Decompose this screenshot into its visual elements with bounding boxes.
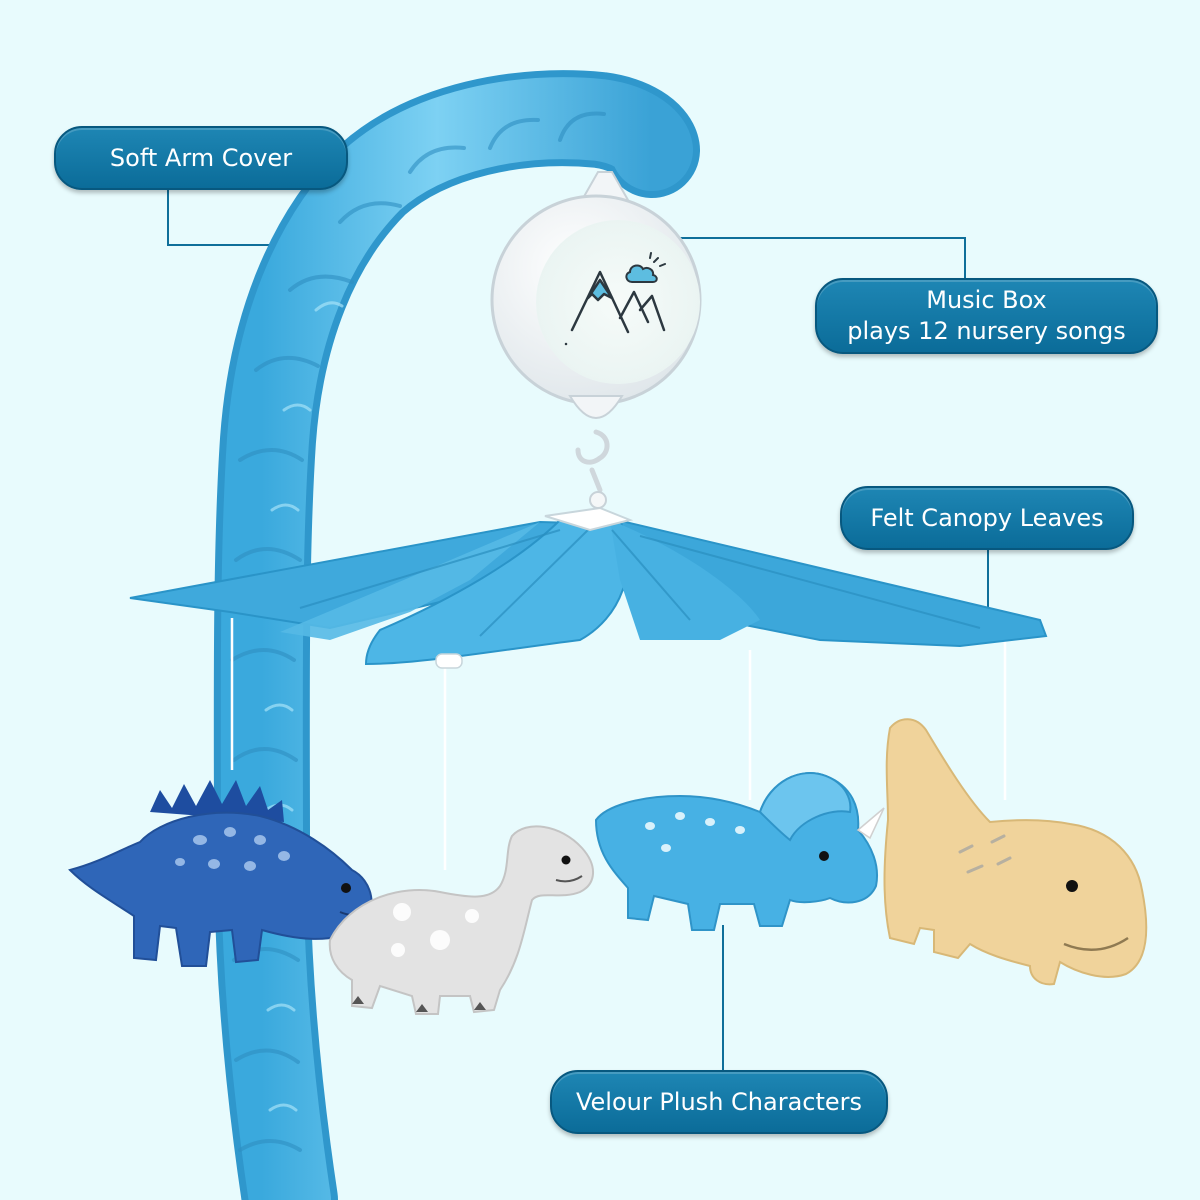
plush-long-neck-dino — [328, 825, 594, 1015]
callout-music-box-title: Music Box — [926, 286, 1047, 314]
hanging-strings — [230, 618, 1007, 870]
callout-velour-plush-characters-text: Velour Plush Characters — [575, 1087, 863, 1116]
music-box-mountain-logo — [564, 270, 666, 346]
music-box — [490, 171, 702, 509]
callout-music-box: Music Box plays 12 nursery songs — [815, 278, 1158, 354]
callout-velour-plush-characters: Velour Plush Characters — [550, 1070, 888, 1134]
plush-stegosaurus — [68, 780, 373, 967]
callout-soft-arm-cover: Soft Arm Cover — [54, 126, 348, 190]
cloud-icon — [625, 252, 666, 283]
leader-line-music-box — [672, 237, 966, 280]
felt-canopy — [129, 506, 1048, 669]
plush-t-rex — [883, 718, 1148, 986]
plush-triceratops — [594, 772, 885, 931]
callout-felt-canopy-leaves: Felt Canopy Leaves — [840, 486, 1134, 550]
callout-soft-arm-cover-text: Soft Arm Cover — [109, 143, 293, 172]
callout-felt-canopy-leaves-text: Felt Canopy Leaves — [870, 503, 1104, 532]
callout-music-box-subtitle: plays 12 nursery songs — [847, 317, 1126, 345]
